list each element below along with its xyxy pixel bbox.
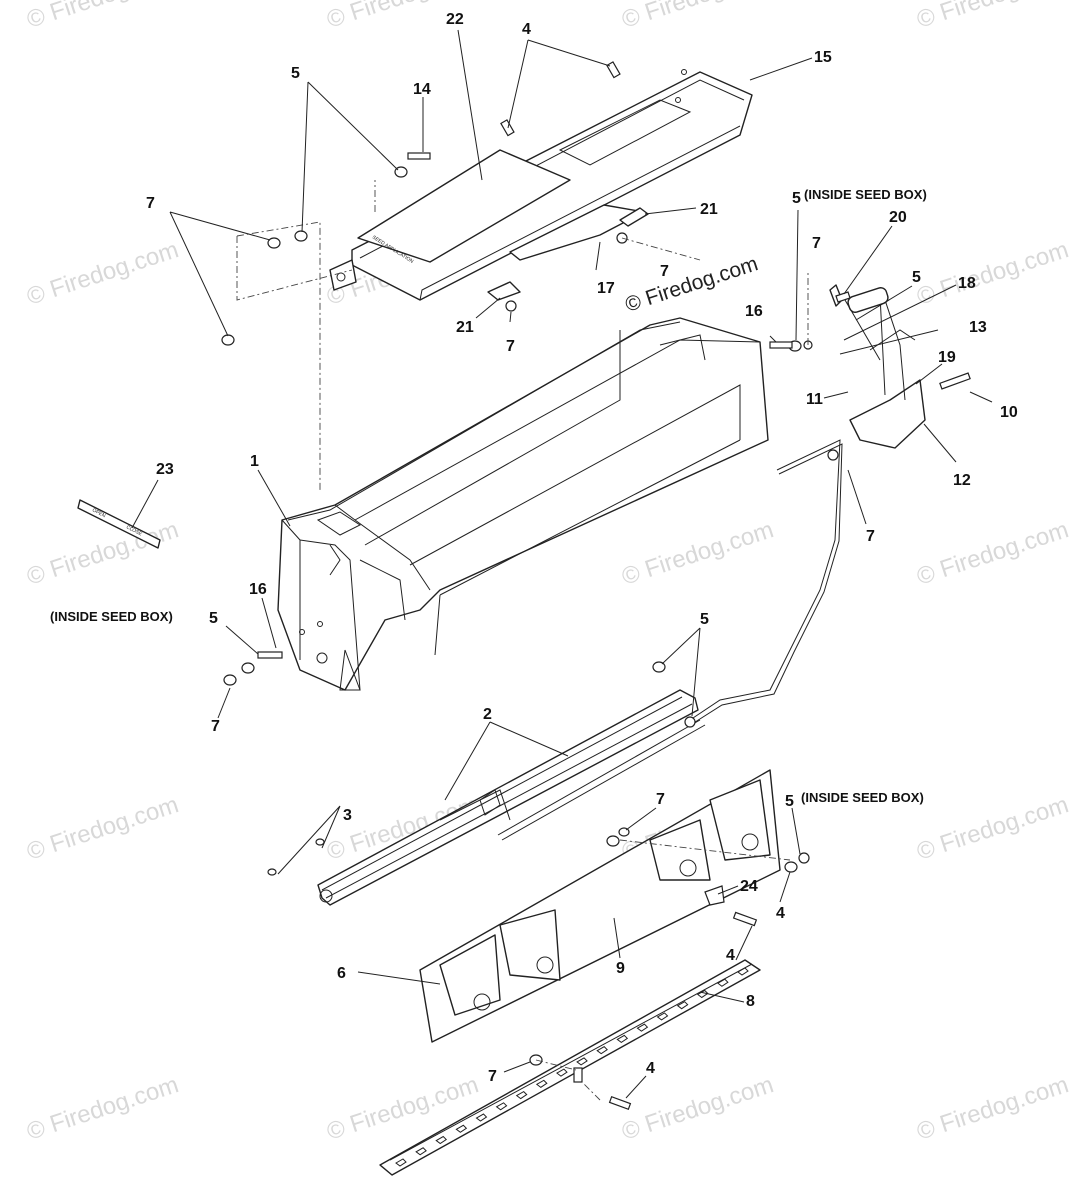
callout-label: 6 xyxy=(337,965,346,982)
seed-shaft-assembly xyxy=(317,689,699,906)
note-inside-seed-box: (INSIDE SEED BOX) xyxy=(801,790,924,805)
callout-label: 16 xyxy=(745,303,763,320)
callout-label: 7 xyxy=(656,791,665,808)
watermark: © Firedog.com xyxy=(914,1071,1072,1145)
watermark: © Firedog.com xyxy=(619,0,777,34)
strip-feed-hole xyxy=(636,1023,649,1032)
strip-feed-hole xyxy=(395,1158,407,1167)
strip-feed-hole xyxy=(455,1124,468,1133)
strip-feed-hole xyxy=(515,1090,528,1100)
strip-feed-hole xyxy=(576,1057,588,1066)
callout-label: 2 xyxy=(483,706,492,723)
callout-label: 10 xyxy=(1000,404,1018,421)
watermark: © Firedog.com xyxy=(914,0,1072,34)
open-close-decal: OPEN CLOSE xyxy=(77,499,161,549)
callout-label: 19 xyxy=(938,349,956,366)
callout-label: 8 xyxy=(746,993,755,1010)
callout-label: 11 xyxy=(806,391,823,408)
callout-label: 17 xyxy=(597,280,615,297)
watermark: © Firedog.com xyxy=(24,1071,182,1145)
decal-open-text: OPEN xyxy=(91,507,107,519)
strip-feed-hole xyxy=(656,1012,669,1021)
callout-labels: 22 4 15 5 14 7 21 7 17 21 7 5 20 7 5 18 … xyxy=(146,11,1018,1085)
strip-feed-hole xyxy=(716,978,729,987)
strip-feed-hole xyxy=(495,1102,508,1111)
strip-feed-hole xyxy=(737,967,749,976)
callout-label: 4 xyxy=(522,21,531,38)
assembly-center-lines xyxy=(236,180,809,1101)
watermark: © Firedog.com xyxy=(24,0,182,34)
strip-feed-hole xyxy=(435,1135,448,1145)
watermark: © Firedog.com xyxy=(914,516,1072,590)
callout-label: 4 xyxy=(726,947,735,964)
strip-feed-hole xyxy=(616,1034,629,1044)
callout-label: 16 xyxy=(249,581,267,598)
callout-label: 3 xyxy=(343,807,352,824)
watermark: © Firedog.com xyxy=(619,516,777,590)
strip-feed-hole xyxy=(556,1068,568,1077)
callout-label: 9 xyxy=(616,960,625,977)
callout-label: 1 xyxy=(250,453,259,470)
callout-label: 7 xyxy=(488,1068,497,1085)
callout-label: 7 xyxy=(812,235,821,252)
callout-label: 5 xyxy=(291,65,300,82)
callout-label: 18 xyxy=(958,275,976,292)
callout-label: 5 xyxy=(912,269,921,286)
hardware xyxy=(221,61,971,1111)
clip-21-left xyxy=(487,281,521,301)
note-inside-seed-box: (INSIDE SEED BOX) xyxy=(50,609,173,624)
callout-label: 20 xyxy=(889,209,907,226)
callout-label: 5 xyxy=(209,610,218,627)
callout-label: 22 xyxy=(446,11,464,28)
strip-feed-hole xyxy=(415,1147,427,1156)
callout-label: 24 xyxy=(740,878,758,895)
callout-label: 4 xyxy=(646,1060,655,1077)
callout-label: 7 xyxy=(211,718,220,735)
strip-feed-hole xyxy=(596,1046,608,1055)
strip-feed-hole xyxy=(535,1079,548,1088)
callout-label: 21 xyxy=(700,201,718,218)
callout-label: 23 xyxy=(156,461,174,478)
watermark-prominent: © Firedog.com xyxy=(622,252,760,317)
callout-label: 4 xyxy=(776,905,785,922)
decal-17 xyxy=(509,204,645,261)
watermark: © Firedog.com xyxy=(24,791,182,865)
callout-label: 21 xyxy=(456,319,474,336)
callout-label: 5 xyxy=(785,793,794,810)
watermark: © Firedog.com xyxy=(24,516,182,590)
shaft-rod xyxy=(497,719,706,841)
callout-label: 14 xyxy=(413,81,431,98)
watermark: © Firedog.com xyxy=(24,236,182,310)
watermark: © Firedog.com xyxy=(619,1071,777,1145)
callout-label: 12 xyxy=(953,472,971,489)
callout-label: 7 xyxy=(146,195,155,212)
strip-feed-hole xyxy=(676,1001,689,1010)
watermark: © Firedog.com xyxy=(914,791,1072,865)
callout-label: 5 xyxy=(700,611,709,628)
strip-feed-hole xyxy=(475,1113,488,1122)
callout-label: 7 xyxy=(506,338,515,355)
callout-label: 5 xyxy=(792,190,801,207)
seed-box-body xyxy=(277,317,769,691)
linkage-rod xyxy=(689,439,843,725)
strip-feed-hole xyxy=(696,989,709,999)
note-inside-seed-box: (INSIDE SEED BOX) xyxy=(804,187,927,202)
bracket-plate xyxy=(419,769,781,1043)
callout-label: 7 xyxy=(660,263,669,280)
bracket-assembly xyxy=(829,284,926,449)
callout-label: 13 xyxy=(969,319,987,336)
callout-label: 15 xyxy=(814,49,832,66)
watermark: © Firedog.com xyxy=(914,236,1072,310)
callout-label: 7 xyxy=(866,528,875,545)
